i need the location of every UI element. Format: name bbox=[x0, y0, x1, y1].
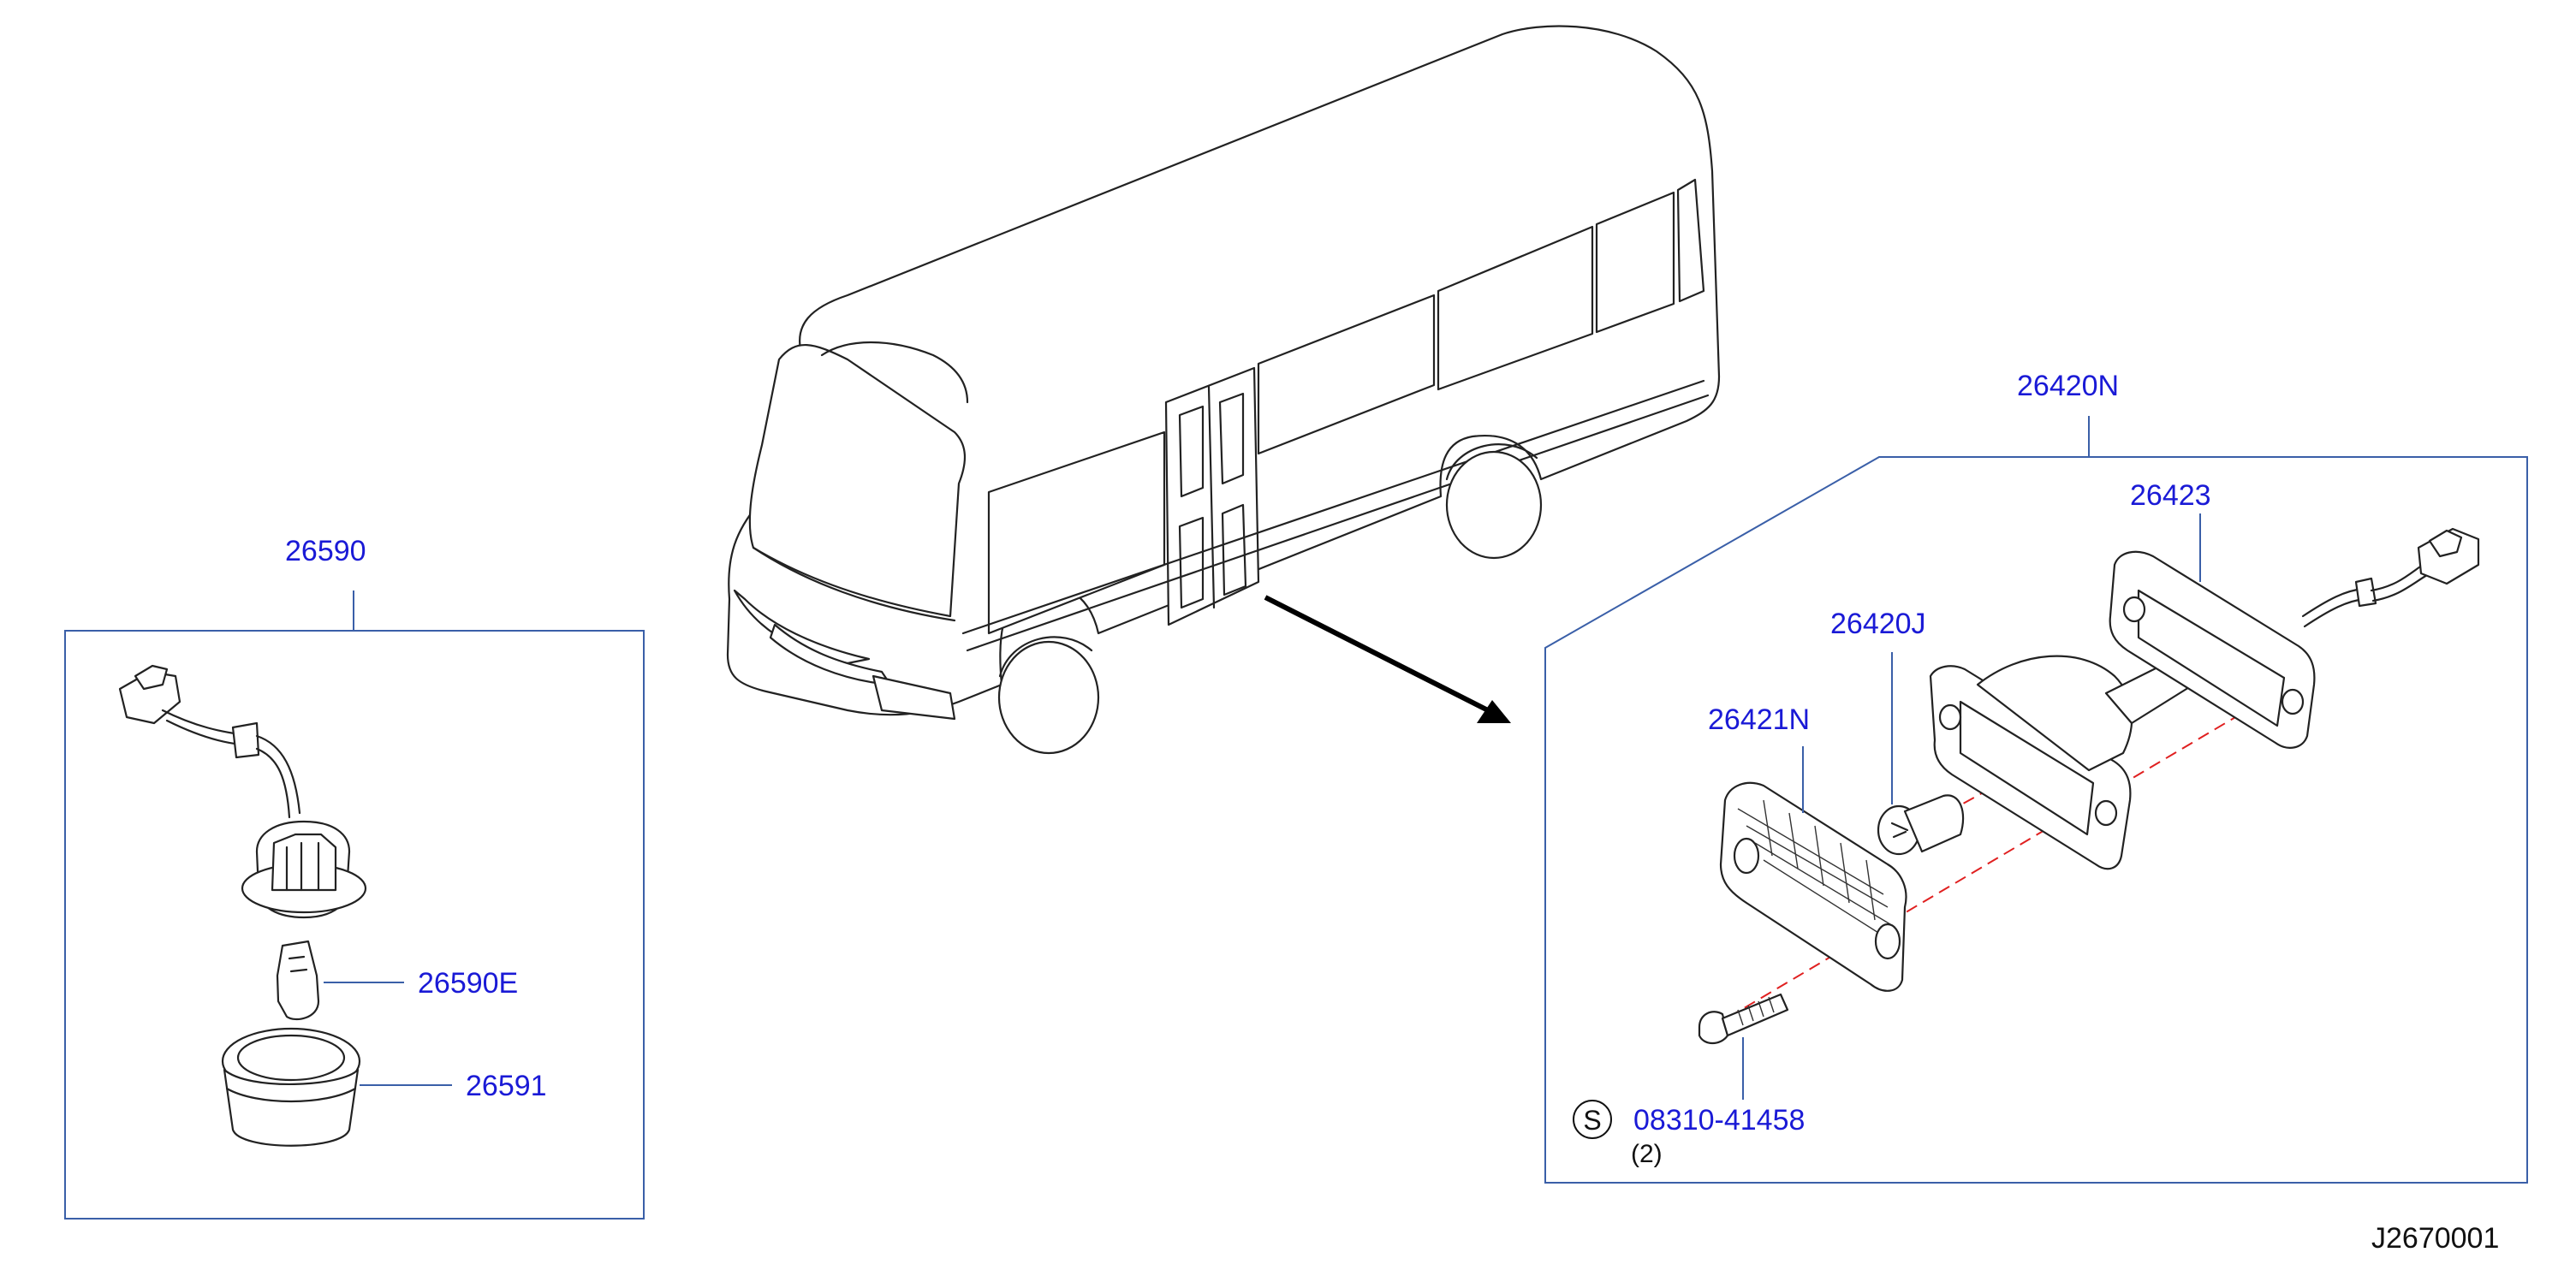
location-arrow bbox=[1264, 595, 1511, 723]
standard-part-letter: S bbox=[1583, 1105, 1601, 1136]
bulb-26420j-drawing bbox=[1877, 794, 1965, 856]
bulb-26590e-drawing bbox=[276, 940, 320, 1021]
right-group-frame bbox=[1544, 456, 2528, 1184]
left-group: 26590 26590E bbox=[64, 535, 645, 1220]
screw-drawing bbox=[1698, 993, 1789, 1045]
screw-quantity: (2) bbox=[1631, 1140, 1663, 1168]
part-number-26591: 26591 bbox=[466, 1070, 547, 1102]
lens-26421n-drawing bbox=[1719, 781, 1907, 992]
standard-part-symbol bbox=[1573, 1100, 1612, 1139]
socket-harness-drawing bbox=[118, 664, 367, 919]
right-group: 26420N 26421N 26420J bbox=[1544, 370, 2528, 1184]
part-number-26590: 26590 bbox=[285, 535, 366, 567]
housing-26420j-drawing bbox=[1929, 650, 2228, 870]
harness-plate-26423-drawing bbox=[2109, 527, 2480, 749]
assembly-centerline bbox=[1711, 697, 2270, 1028]
grommet-26591-drawing bbox=[221, 1027, 361, 1147]
drawing-id: J2670001 bbox=[2371, 1222, 2499, 1255]
part-number-26420j: 26420J bbox=[1830, 608, 1926, 640]
part-number-26590e: 26590E bbox=[418, 967, 518, 1000]
part-number-08310-41458: 08310-41458 bbox=[1633, 1104, 1805, 1136]
part-number-26421n: 26421N bbox=[1708, 703, 1810, 736]
part-number-26420n: 26420N bbox=[2017, 370, 2119, 402]
bus-illustration bbox=[726, 25, 1721, 755]
part-number-26423: 26423 bbox=[2130, 479, 2211, 512]
